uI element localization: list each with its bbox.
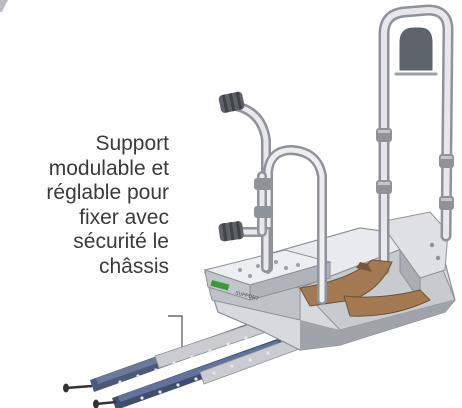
caption-line-5: sécurité le: [73, 230, 169, 253]
rail-end-bolts: [63, 383, 117, 408]
rubber-grip-icon: [218, 91, 245, 242]
corner-mark: [0, 0, 8, 12]
caption-line-1: Support: [95, 132, 169, 155]
caption-line-2: modulable et: [48, 156, 169, 180]
leader-line: [168, 315, 183, 352]
rail-holes: [118, 336, 270, 400]
feature-caption: Support modulable et réglable pour fixer…: [46, 132, 169, 279]
right-bracket: [379, 211, 449, 302]
caption-line-4: fixer avec: [79, 205, 169, 229]
seat-mount-plate: SUPPORT: [203, 249, 332, 302]
caption-line-3: réglable pour: [46, 181, 169, 204]
backrest-clamps: [376, 128, 454, 210]
armrest-clamps: [254, 178, 272, 218]
backrest-frame: [378, 4, 454, 276]
caption-line-6: châssis: [98, 254, 169, 278]
